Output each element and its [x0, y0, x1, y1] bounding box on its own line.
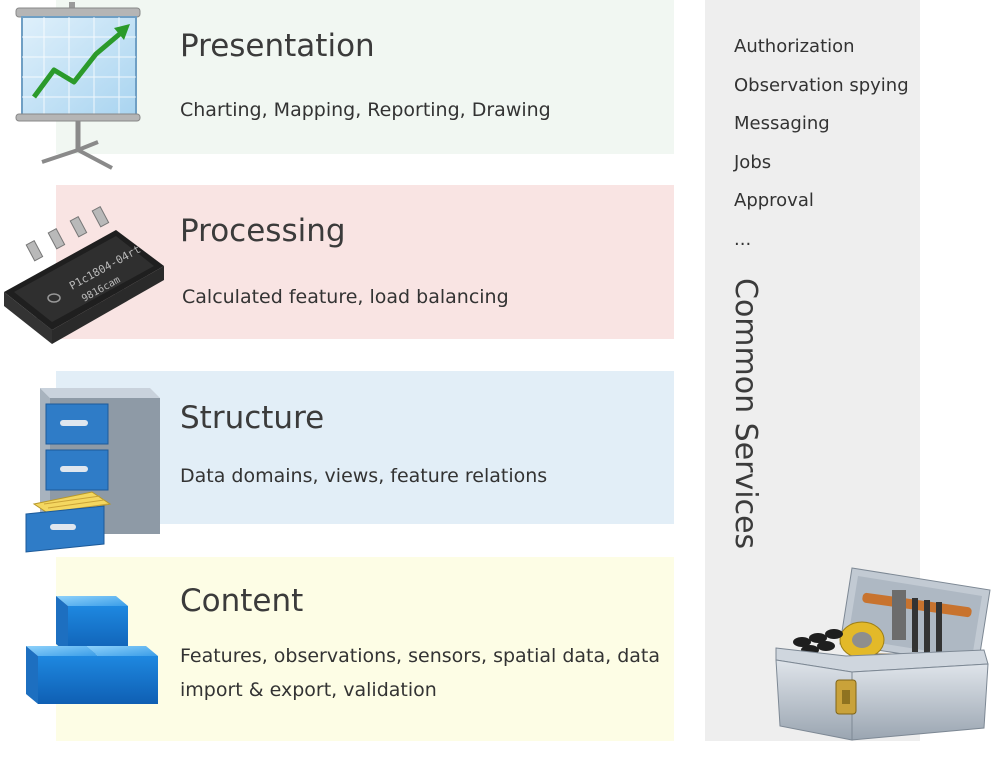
presentation-description: Charting, Mapping, Reporting, Drawing: [180, 99, 551, 121]
blue-cubes-icon: [26, 596, 158, 704]
presentation-title: Presentation: [180, 28, 375, 64]
content-title: Content: [180, 583, 304, 619]
service-item-authorization: Authorization: [734, 36, 855, 57]
processing-layer: Processing Calculated feature, load bala…: [56, 185, 674, 339]
content-layer: Content Features, observations, sensors,…: [56, 557, 674, 741]
structure-title: Structure: [180, 400, 325, 436]
content-description-line-2: import & export, validation: [180, 679, 437, 701]
toolbox-icon: [775, 567, 991, 741]
presentation-layer: Presentation Charting, Mapping, Reportin…: [56, 0, 674, 154]
common-services-title: Common Services: [728, 278, 763, 550]
service-item-approval: Approval: [734, 190, 814, 212]
content-description: Features, observations, sensors, spatial…: [180, 639, 660, 707]
service-item-observation-spying: Observation spying: [734, 74, 909, 96]
service-item-jobs: Jobs: [734, 151, 772, 173]
processing-title: Processing: [180, 213, 346, 249]
processing-description: Calculated feature, load balancing: [182, 286, 509, 308]
filing-cabinet-icon: [25, 388, 160, 553]
service-item-messaging: Messaging: [734, 113, 830, 135]
services-list: Authorization Observation spying Messagi…: [734, 28, 909, 260]
microchip-icon: P1c1804-04rt 9816cam: [4, 206, 164, 344]
content-description-line-1: Features, observations, sensors, spatial…: [180, 645, 661, 667]
structure-description: Data domains, views, feature relations: [180, 465, 548, 487]
presentation-board-icon: [15, 2, 141, 170]
service-item-more: ...: [734, 228, 752, 250]
